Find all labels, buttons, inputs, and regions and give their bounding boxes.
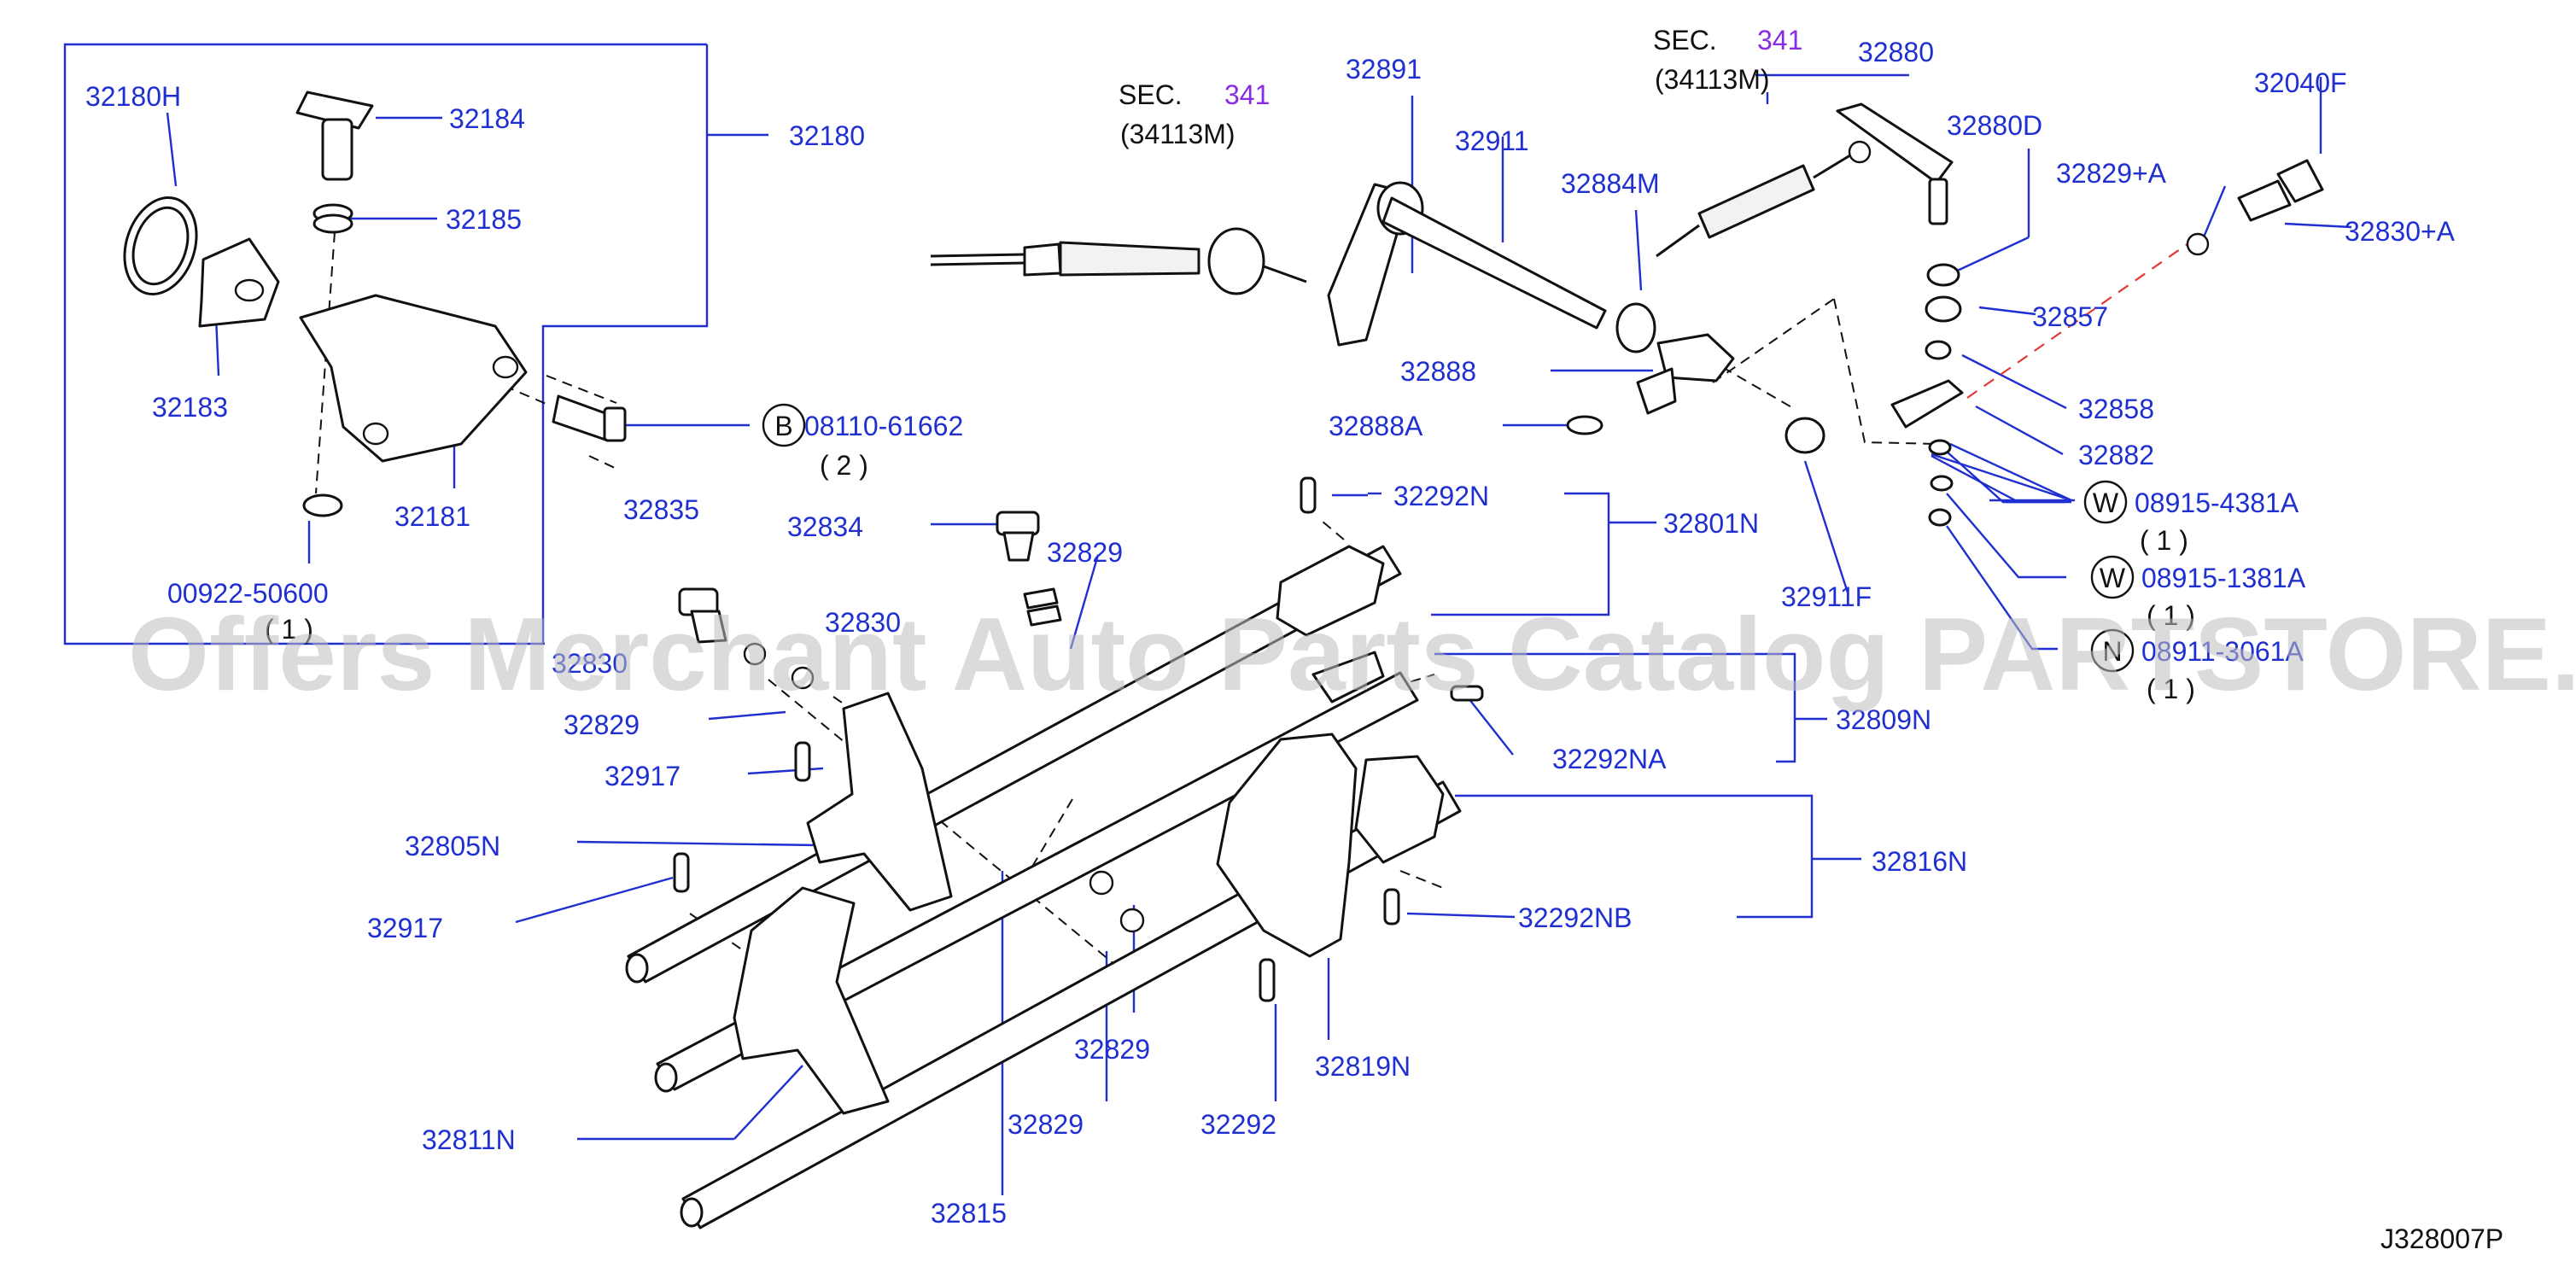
callout-circle-w1 <box>2083 480 2128 524</box>
part-label-32805n[interactable]: 32805N <box>405 831 500 861</box>
part-label-32882[interactable]: 32882 <box>2078 440 2154 470</box>
part-label-32880d[interactable]: 32880D <box>1947 110 2042 141</box>
part-label-32880[interactable]: 32880 <box>1858 37 1934 67</box>
part-label-32834[interactable]: 32834 <box>787 511 863 542</box>
callout-part-08911-3061a[interactable]: 08911-3061A <box>2141 636 2304 667</box>
part-label-32184[interactable]: 32184 <box>449 103 525 134</box>
callout-part-08110-61662[interactable]: 08110-61662 <box>804 411 963 441</box>
shift-housing-shape <box>299 294 528 463</box>
part-label-32917-b[interactable]: 32917 <box>367 913 443 943</box>
part-label-32829a[interactable]: 32829+A <box>2056 158 2167 189</box>
section-references: SEC. 341 (34113M) SEC. 341 (34113M) <box>1119 25 1802 149</box>
part-label-32830[interactable]: 32830 <box>825 607 901 638</box>
part-label-32816n[interactable]: 32816N <box>1872 846 1967 877</box>
group-frame <box>63 43 1861 919</box>
part-label-32801n[interactable]: 32801N <box>1663 508 1759 539</box>
part-label-32830-b[interactable]: 32830 <box>552 648 628 679</box>
callout-part-08915-1381a[interactable]: 08915-1381A <box>2141 563 2306 593</box>
part-label-32858[interactable]: 32858 <box>2078 394 2154 424</box>
part-label-32809n[interactable]: 32809N <box>1836 704 1931 735</box>
part-label-32185[interactable]: 32185 <box>446 204 522 235</box>
part-label-32884m[interactable]: 32884M <box>1561 168 1660 199</box>
control-rod-shape <box>1381 196 1607 330</box>
part-label-32917-a[interactable]: 32917 <box>605 761 681 791</box>
shift-fork-32805n-shape <box>806 692 953 912</box>
dashed-lines <box>315 231 2200 966</box>
section-ref-2-prefix: SEC. <box>1653 25 1717 55</box>
callout-circle-n <box>2090 628 2135 673</box>
part-label-32829-d[interactable]: 32829 <box>1074 1034 1150 1065</box>
shift-fork-32819n-shape <box>1216 733 1358 958</box>
pin-head-shape <box>295 90 374 130</box>
part-label-32829-b[interactable]: 32829 <box>564 709 640 740</box>
callout-circle-w2 <box>2090 555 2135 599</box>
part-qty-00922-50600: ( 1 ) <box>265 614 313 645</box>
part-label-32835[interactable]: 32835 <box>623 494 699 525</box>
part-label-32180h[interactable]: 32180H <box>85 81 181 112</box>
part-label-32911f[interactable]: 32911F <box>1781 581 1872 612</box>
callout-qty-08915-4381a: ( 1 ) <box>2140 525 2188 556</box>
cable-right-shape <box>1697 164 1815 239</box>
part-label-32829-c[interactable]: 32829 <box>1008 1109 1084 1140</box>
callout-qty-08110-61662: ( 2 ) <box>820 450 868 481</box>
part-label-32292na[interactable]: 32292NA <box>1552 744 1667 774</box>
part-label-00922-50600[interactable]: 00922-50600 <box>167 578 329 609</box>
callout-part-08915-4381a[interactable]: 08915-4381A <box>2135 488 2299 518</box>
section-ref-1-prefix: SEC. <box>1119 79 1183 110</box>
section-ref-2-number[interactable]: 341 <box>1757 25 1802 55</box>
shift-fork-32811n-shape <box>733 886 890 1115</box>
callout-qty-08915-1381a: ( 1 ) <box>2147 600 2195 631</box>
callout-circle-b <box>762 403 806 447</box>
watermark-text: Offers Merchant Auto Parts Catalog PARTS… <box>128 596 2576 712</box>
part-label-32830a[interactable]: 32830+A <box>2345 216 2456 247</box>
part-label-32829-a[interactable]: 32829 <box>1047 537 1123 568</box>
callout-symbol-n: N <box>2102 636 2122 667</box>
part-labels: 32180H 32184 32180 32185 32183 32181 009… <box>85 37 2456 1229</box>
part-label-32811n[interactable]: 32811N <box>422 1124 516 1155</box>
cable-boot-shape <box>1023 242 1062 277</box>
part-label-32891[interactable]: 32891 <box>1346 54 1422 85</box>
section-ref-1-number[interactable]: 341 <box>1224 79 1270 110</box>
shift-bracket-32816n-shape <box>1354 755 1445 864</box>
part-label-32857[interactable]: 32857 <box>2032 301 2108 332</box>
callout-symbols: B W W N <box>762 403 2135 673</box>
part-label-32911[interactable]: 32911 <box>1455 126 1529 156</box>
shift-bracket-32801n-shape <box>1276 545 1385 637</box>
part-label-32888a[interactable]: 32888A <box>1329 411 1423 441</box>
callout-symbol-w2: W <box>2100 563 2126 593</box>
part-label-32292[interactable]: 32292 <box>1200 1109 1276 1140</box>
section-ref-1-sub: (34113M) <box>1120 119 1235 149</box>
striking-lever-shape <box>1836 102 1954 184</box>
callout-symbol-b: B <box>774 411 792 441</box>
part-label-32292n[interactable]: 32292N <box>1393 481 1489 511</box>
part-label-32815[interactable]: 32815 <box>931 1198 1007 1229</box>
part-label-32888[interactable]: 32888 <box>1400 356 1476 387</box>
callout-symbol-w1: W <box>2093 488 2119 518</box>
diagram-code: J328007P <box>2380 1223 2503 1254</box>
part-label-32183[interactable]: 32183 <box>152 392 228 423</box>
part-label-32819n[interactable]: 32819N <box>1315 1051 1411 1082</box>
part-label-32040f[interactable]: 32040F <box>2254 67 2347 98</box>
part-label-32181[interactable]: 32181 <box>394 501 470 532</box>
part-label-32180[interactable]: 32180 <box>789 120 865 151</box>
part-shapes <box>123 90 2324 1229</box>
section-ref-2-sub: (34113M) <box>1655 64 1770 95</box>
part-label-32292nb[interactable]: 32292NB <box>1518 902 1632 933</box>
callout-qty-08911-3061a: ( 1 ) <box>2147 674 2195 704</box>
